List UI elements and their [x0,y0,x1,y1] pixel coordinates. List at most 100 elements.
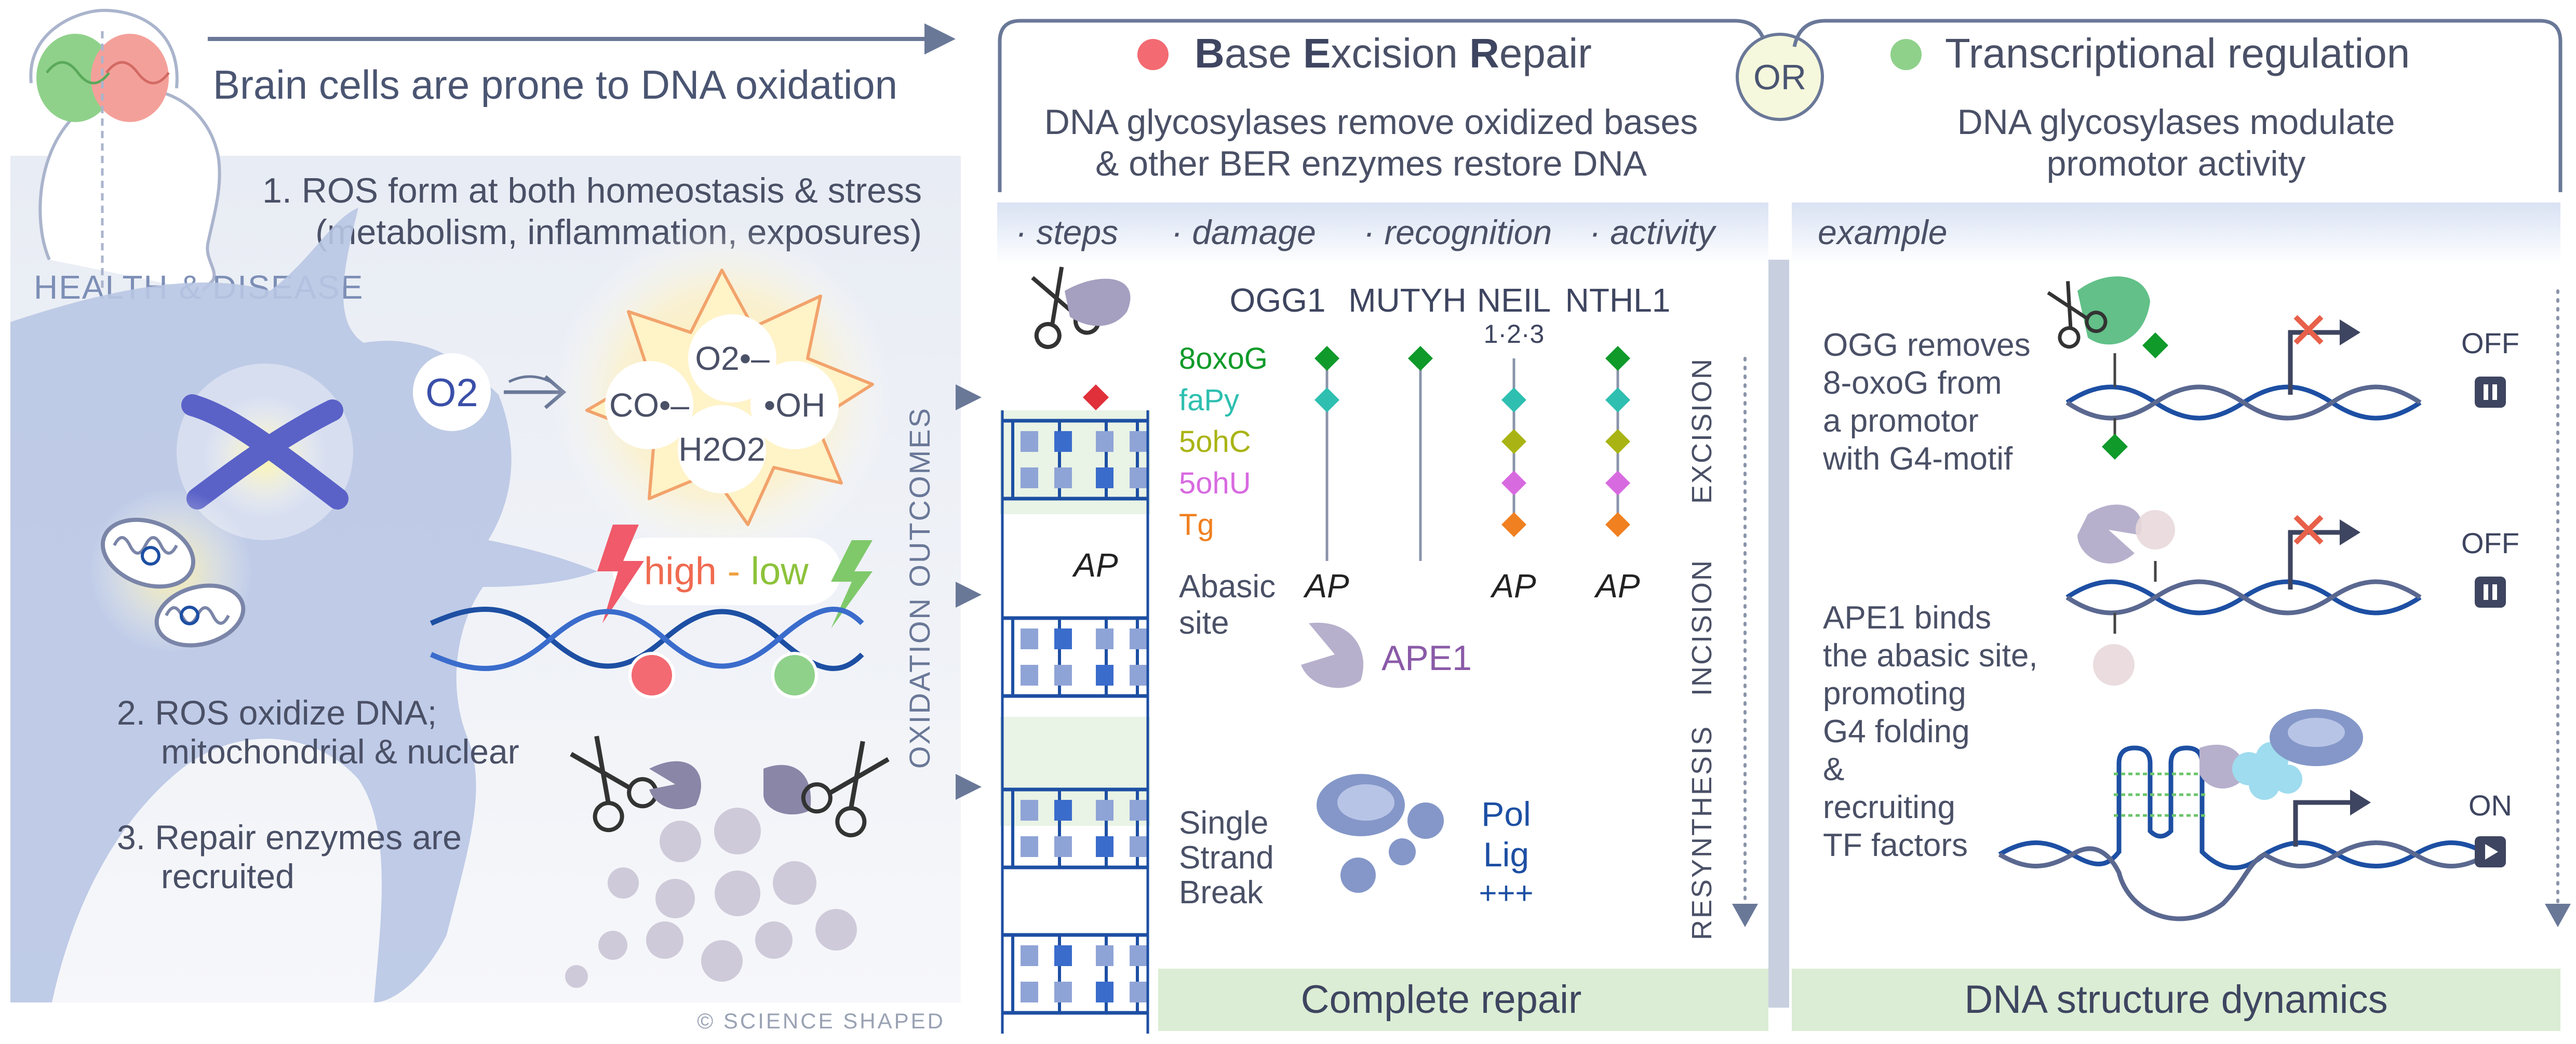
point-2-line-2: mitochondrial & nuclear [161,732,519,771]
example-2-line-3: promoting [1823,676,1966,712]
ape1-enzyme-icon-tr [2077,504,2142,564]
recognition-marker-ogg1-fapy [1314,387,1339,412]
lightning-red-icon [597,525,644,623]
col-recognition: · recognition [1363,213,1552,251]
example-1-line-4: with G4-motif [1822,441,2013,477]
dna-ladder-3 [1002,787,1148,869]
o2-label: O2 [425,371,478,415]
damage-8oxog: 8oxoG [1179,342,1268,376]
recognition-marker-neil-tg [1501,512,1526,537]
ros-co-bubble [605,361,693,449]
example-2-line-7: TF factors [1823,827,1968,863]
col-example: example [1818,213,1947,251]
top-arrow-head [924,23,956,55]
ros-co-label: CO•– [609,386,689,424]
high-low-dash: - [717,550,751,593]
or-label: OR [1753,58,1806,97]
oxidation-outcomes-label: OXIDATION OUTCOMES [903,407,936,769]
ber-red-dot [1137,39,1169,70]
panel-divider [1768,260,1789,1008]
example-2-line-6: recruiting [1823,789,1955,825]
dna-ladder-4 [1002,933,1148,1015]
g4-graphic: ON [1998,709,2512,921]
off-label-1: OFF [2461,327,2519,359]
ssb-line-2: Strand [1179,840,1274,876]
scissors-icon-tr [2047,281,2108,349]
enzyme-ogg1: OGG1 [1230,282,1326,319]
pol-label: Pol [1481,795,1531,833]
steps-ap-label: AP [1071,546,1118,584]
off-label-2: OFF [2461,527,2519,559]
low-label: low [751,550,809,593]
ber-title: Base Excision Repair [1195,30,1592,76]
ber-bracket [998,19,1768,192]
ber-description-line-1: DNA glycosylases remove oxidized bases [1044,102,1698,142]
tr-column-band [1792,203,2560,265]
stage-arrow-head [1732,904,1758,927]
example-2-graphic: OFF [2065,504,2519,686]
blocked-x-icon-2 [2293,515,2324,545]
example-2-line-1: APE1 binds [1823,600,1991,636]
recognition-marker-neil-5ohc [1501,429,1526,454]
ros-oh-bubble [750,361,839,449]
tr-bracket [1792,19,2562,192]
mitochondrion-icon [100,517,246,648]
promoter-arrow-1 [2288,330,2342,395]
lig-label: Lig [1483,835,1529,874]
ogg-enzyme-icon [2077,276,2150,345]
outcome-arrow-3 [956,774,982,800]
ros-h2o2-label: H2O2 [678,431,765,468]
tr-green-dot [1890,39,1922,70]
enzyme-mutyh: MUTYH [1348,282,1467,319]
stage-resynthesis: RESYNTHESIS [1686,725,1718,940]
tr-description-line-2: promotor activity [2047,144,2306,183]
pause-icon-2[interactable] [2475,577,2506,608]
pause-icon-1[interactable] [2475,377,2506,408]
enzyme-nthl1: NTHL1 [1565,282,1671,319]
lightning-green-icon [831,540,873,628]
ssb-line-3: Break [1179,875,1264,911]
damage-5ohc: 5ohC [1179,425,1251,459]
tr-footer-bar [1792,969,2560,1031]
recognition-marker-nthl1-5ohu [1605,471,1630,496]
recognition-marker-nthl1-fapy [1605,387,1630,412]
enzyme-neil-sub: 1·2·3 [1484,319,1545,349]
oxidized-base-green [771,652,818,699]
steps-column: AP [1000,266,1150,1034]
damaged-base-marker [1083,384,1109,410]
tr-description-line-1: DNA glycosylases modulate [1957,102,2395,142]
glycosylase-enzyme-left [649,761,701,810]
ber-column-band [997,203,1768,265]
recognition-marker-ogg1-8oxog [1314,346,1339,371]
abasic-label-line-2: site [1179,605,1229,641]
abasic-shadow-2 [2093,644,2135,686]
example-2-line-4: G4 folding [1823,714,1970,749]
scissors-icon-left [570,735,659,833]
ssb-line-1: Single [1179,805,1268,841]
tr-title: Transcriptional regulation [1945,30,2410,76]
recognition-marker-nthl1-5ohc [1605,429,1630,454]
example-1-line-3: a promotor [1823,403,1979,439]
ber-header: Base Excision Repair DNA glycosylases re… [998,19,2562,192]
recognition-marker-neil-fapy [1501,387,1526,412]
dna-ladder-1 [1002,419,1148,501]
example-2-line-5: & [1823,752,1844,787]
stage-incision: INCISION [1686,559,1718,696]
ape1-label: APE1 [1381,638,1472,678]
outcome-arrow-1 [956,384,982,410]
tr-footer-label: DNA structure dynamics [1964,978,2387,1022]
8oxog-marker-bottom [2102,434,2128,460]
left-title: Brain cells are prone to DNA oxidation [213,62,897,108]
or-badge [1736,33,1824,121]
abasic-shadow-1 [2136,510,2175,550]
outcome-arrow-2 [956,582,982,608]
recognition-matrix [1314,346,1630,561]
ape1-enzyme-icon-g4 [2199,744,2245,789]
point-3-line-2: recruited [161,857,294,895]
head-icon [29,8,221,292]
example-1-line-1: OGG removes [1823,327,2031,363]
left-panel: Brain cells are prone to DNA oxidation 1… [10,8,982,1033]
stage-excision: EXCISION [1686,357,1718,504]
